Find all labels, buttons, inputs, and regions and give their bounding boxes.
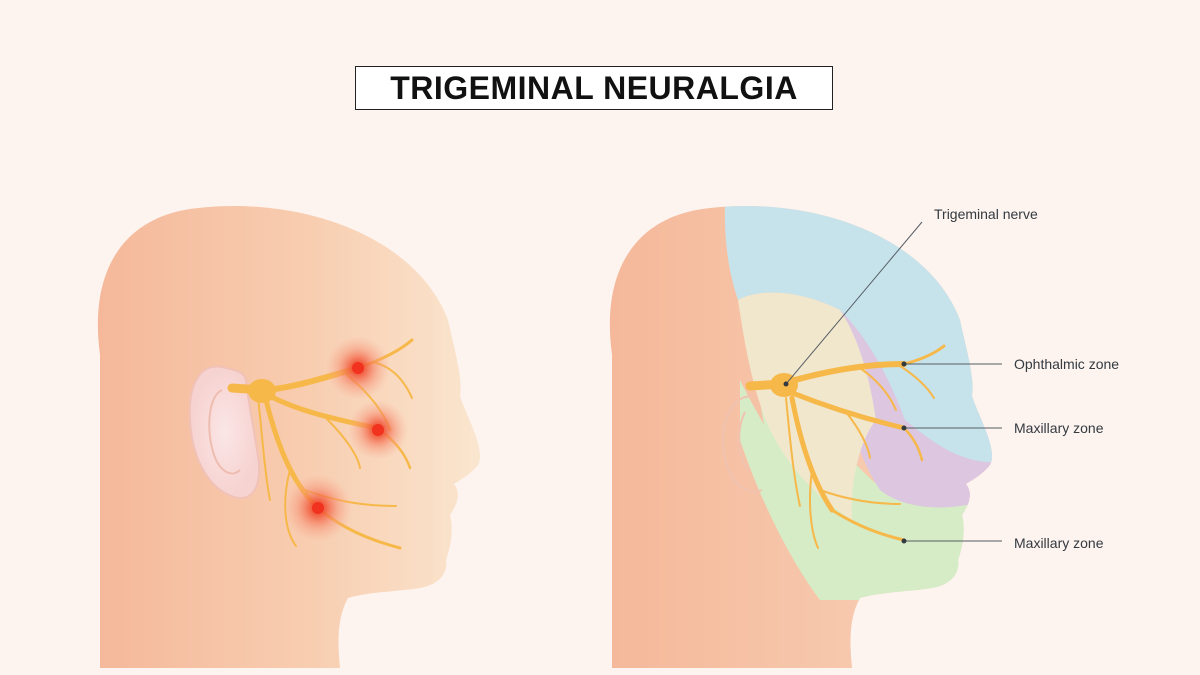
left-ear — [188, 365, 261, 500]
cheek-zone — [738, 292, 876, 520]
left-pain-points — [284, 336, 408, 542]
left-head-silhouette — [97, 206, 481, 669]
label-trigeminal-nerve: Trigeminal nerve — [934, 206, 1038, 222]
label-ophthalmic-zone: Ophthalmic zone — [1014, 356, 1119, 372]
left-head — [97, 206, 481, 669]
right-trigeminal-nerve — [745, 344, 946, 549]
label-maxillary-zone-upper: Maxillary zone — [1014, 420, 1104, 436]
callouts — [785, 221, 1002, 542]
callout-line-trigeminal — [785, 221, 923, 385]
left-ear-inner — [208, 389, 241, 475]
label-maxillary-zone-lower: Maxillary zone — [1014, 535, 1104, 551]
callout-dots — [783, 361, 907, 544]
right-head: Trigeminal nerve Ophthalmic zone Maxilla… — [609, 206, 1119, 669]
page-title: TRIGEMINAL NEURALGIA — [390, 69, 798, 106]
right-ear — [722, 395, 763, 493]
title-box: TRIGEMINAL NEURALGIA — [355, 66, 833, 110]
